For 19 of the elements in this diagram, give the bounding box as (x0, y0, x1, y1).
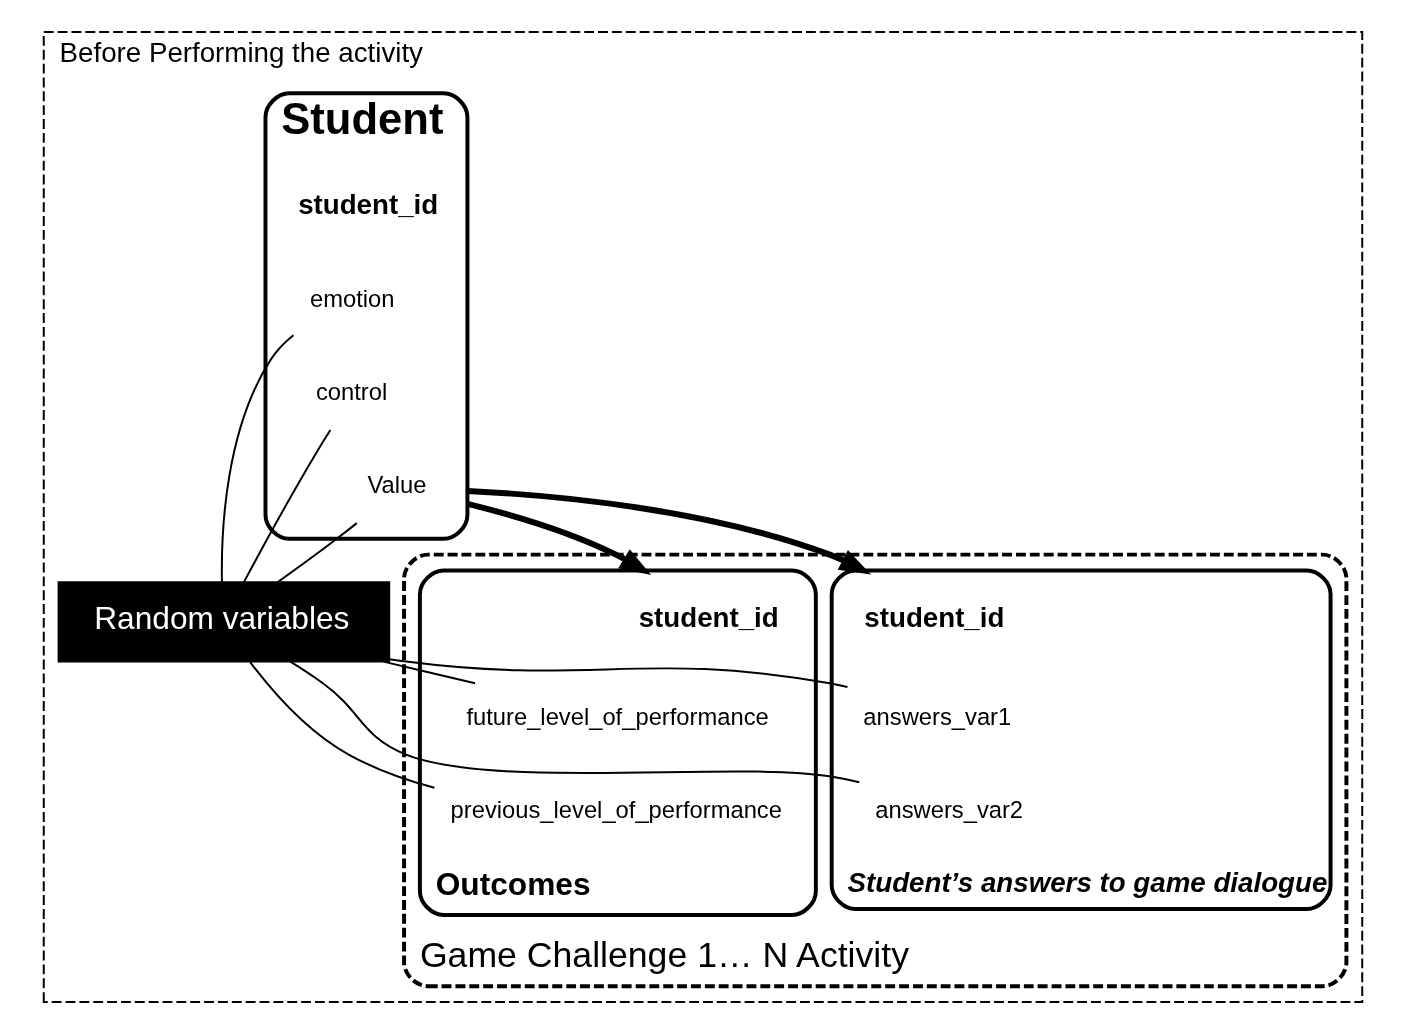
connector (220, 334, 294, 583)
node-text: answers_var1 (862, 703, 1011, 731)
arrow (466, 488, 871, 575)
arrow (466, 500, 651, 576)
connector (248, 661, 435, 789)
node-text: student_id (297, 188, 438, 220)
node-text: emotion (309, 285, 395, 313)
node-text: Value (366, 471, 426, 499)
connector (242, 429, 331, 584)
node-text: answers_var2 (874, 796, 1023, 824)
node-text: future_level_of_performance (465, 703, 769, 731)
connector (382, 660, 476, 685)
connector (276, 522, 358, 584)
node-box: Random variables (57, 581, 390, 663)
node-text: control (315, 378, 387, 406)
node-text: previous_level_of_performance (450, 796, 782, 824)
connector (288, 660, 860, 784)
node-text: student_id (638, 602, 779, 634)
node-text: student_id (863, 602, 1004, 634)
